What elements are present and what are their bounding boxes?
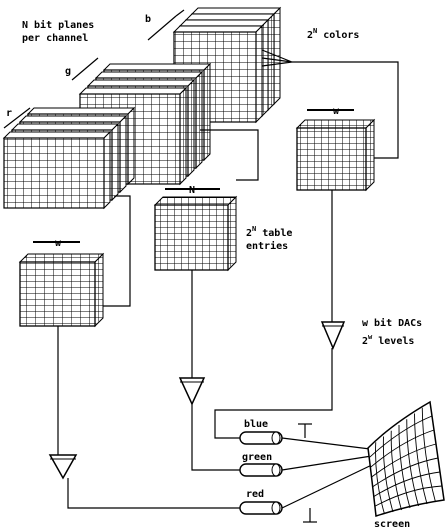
red-bit-plane-stack bbox=[2, 106, 136, 210]
n-mid-label: N bbox=[189, 185, 195, 196]
screen-mesh-line bbox=[368, 415, 433, 459]
screen-mesh-line bbox=[369, 429, 435, 468]
signal-wires bbox=[57, 49, 399, 523]
table-entries-label-1: 2N table bbox=[246, 225, 292, 239]
green-lookup-table bbox=[153, 195, 238, 272]
screen-mesh-line bbox=[371, 443, 437, 478]
dac-label-1: w bit DACs bbox=[362, 317, 422, 329]
r-label: r bbox=[6, 108, 12, 119]
table-entries-label-2: entries bbox=[246, 240, 288, 252]
b-label: b bbox=[145, 14, 151, 25]
screen-mesh-line bbox=[374, 485, 443, 507]
bit-planes-label-1: N bit planes bbox=[22, 19, 94, 31]
bit-plane bbox=[2, 130, 112, 210]
blue-lookup-table bbox=[295, 118, 376, 192]
screen-mesh-line bbox=[398, 424, 411, 509]
blue-dac bbox=[320, 321, 346, 350]
red-label: red bbox=[246, 489, 264, 500]
w-top-label: w bbox=[333, 106, 340, 117]
screen-mesh-line bbox=[390, 430, 402, 511]
screen-mesh-line bbox=[421, 407, 436, 503]
g-label: g bbox=[65, 66, 71, 77]
w-left-label: w bbox=[55, 238, 62, 249]
screen-mesh-line bbox=[375, 442, 385, 515]
screen-mesh-line bbox=[372, 457, 439, 488]
green-label: green bbox=[242, 452, 272, 463]
screen-mesh-line bbox=[373, 471, 441, 497]
green-cable bbox=[239, 463, 283, 477]
green-dac bbox=[178, 377, 206, 406]
dac-label-2: 2w levels bbox=[362, 333, 414, 347]
screen-mesh-line bbox=[414, 413, 428, 505]
screen-surface bbox=[367, 400, 445, 517]
plane-count-arrows bbox=[3, 9, 185, 129]
colors-label: 2N colors bbox=[307, 27, 359, 41]
red-lookup-table bbox=[18, 252, 105, 328]
blue-cable bbox=[239, 431, 283, 445]
screen-mesh-line bbox=[382, 436, 394, 513]
red-cable bbox=[239, 501, 283, 515]
bit-planes-label-2: per channel bbox=[22, 33, 88, 44]
blue-label: blue bbox=[244, 419, 268, 430]
screen-mesh-line bbox=[406, 419, 419, 507]
screen-label: screen bbox=[374, 519, 410, 530]
blue-bit-plane-stack bbox=[172, 6, 282, 124]
red-dac bbox=[48, 454, 78, 480]
